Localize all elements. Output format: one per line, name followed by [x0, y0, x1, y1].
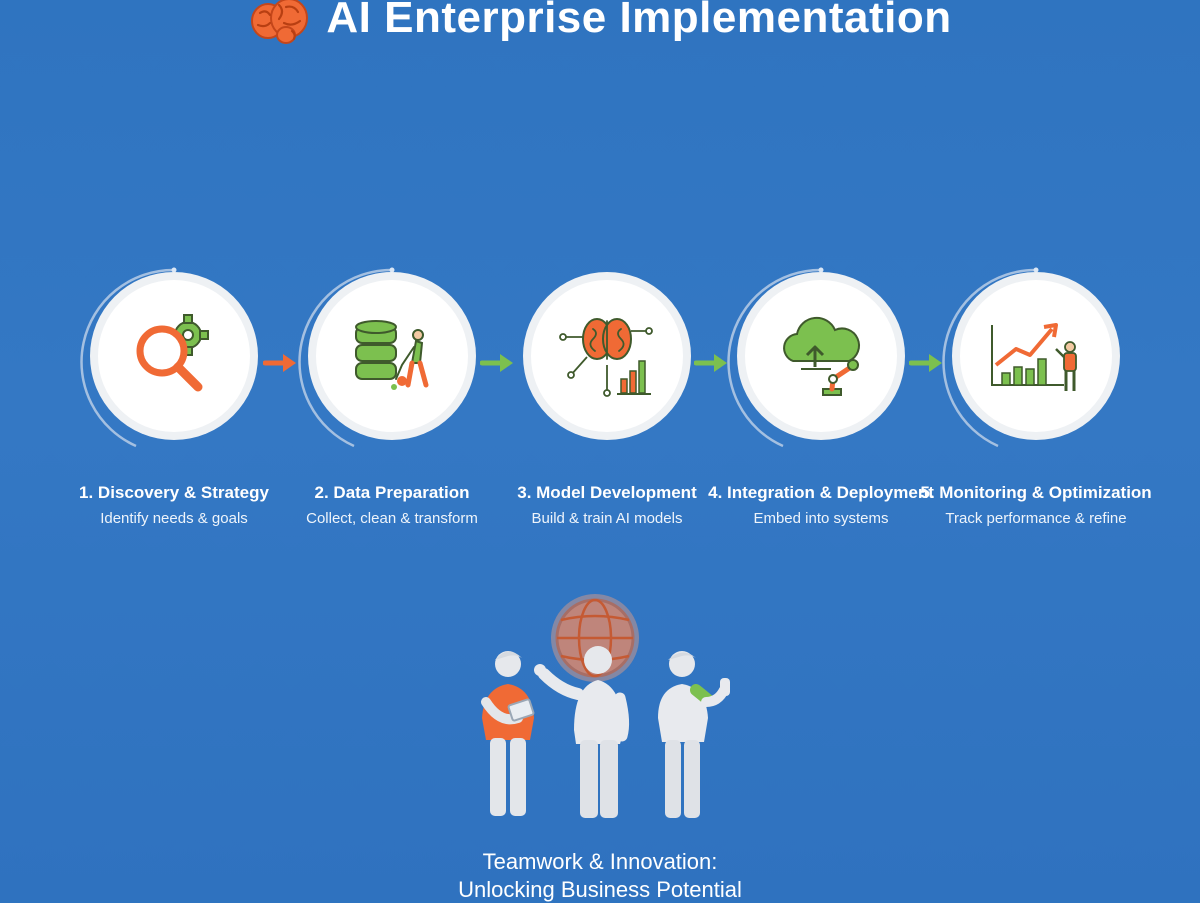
neural-brain-chart-icon	[559, 318, 653, 397]
title-row: AI Enterprise Implementation	[0, 0, 1200, 48]
step-title: 4. Integration & Deployment	[708, 483, 934, 502]
cloud-upload-robot-arm-icon	[783, 316, 860, 396]
arrow-right-icon	[480, 354, 513, 372]
person-left	[481, 651, 535, 816]
step-description: Build & train AI models	[531, 510, 683, 527]
step-description: Identify needs & goals	[100, 510, 248, 527]
person-middle	[534, 646, 630, 818]
step-title: 3. Model Development	[517, 483, 697, 502]
arrow-right-icon	[694, 354, 727, 372]
step-description: Track performance & refine	[945, 510, 1127, 527]
step-description: Embed into systems	[753, 510, 889, 527]
page-title: AI Enterprise Implementation	[326, 0, 952, 42]
footer-caption-line1: Teamwork & Innovation:	[482, 849, 718, 874]
step-model-development: 3. Model Development Build & train AI mo…	[497, 262, 717, 542]
team-illustration	[481, 594, 730, 818]
step-title: 1. Discovery & Strategy	[79, 483, 269, 502]
person-right	[658, 651, 730, 818]
growth-chart-person-icon	[991, 323, 1077, 391]
magnifier-gear-icon	[136, 314, 209, 392]
step-ring	[942, 267, 1120, 448]
step-integration-deployment: 4. Integration & Deployment Embed into s…	[708, 262, 934, 542]
step-title: 5. Monitoring & Optimization	[920, 483, 1152, 502]
arrow-right-icon	[263, 354, 296, 372]
arrow-right-icon	[909, 354, 942, 372]
step-title: 2. Data Preparation	[314, 483, 470, 502]
footer-caption-line2: Unlocking Business Potential	[458, 877, 742, 902]
step-discovery: 1. Discovery & Strategy Identify needs &…	[64, 262, 284, 542]
step-description: Collect, clean & transform	[306, 510, 478, 527]
globe-icon	[551, 594, 639, 682]
step-monitoring-optimization: 5. Monitoring & Optimization Track perfo…	[920, 262, 1152, 542]
database-worker-icon	[355, 320, 429, 390]
brain-icon	[251, 0, 309, 44]
step-data-preparation: 2. Data Preparation Collect, clean & tra…	[282, 262, 502, 542]
